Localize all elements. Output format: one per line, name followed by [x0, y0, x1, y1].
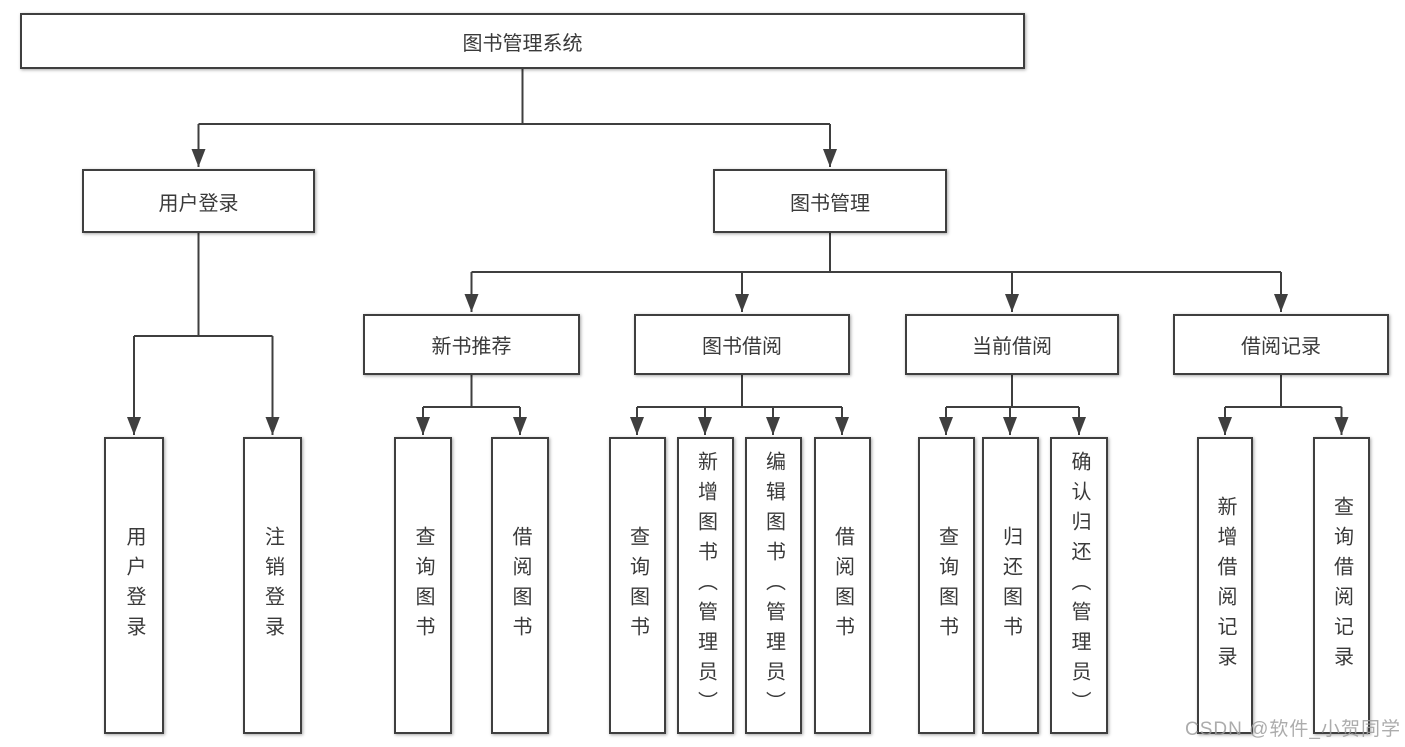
- node-label: 新书推荐: [431, 336, 512, 358]
- node-label: 图书管理系统: [462, 32, 583, 55]
- leaf-query-books-recommend: 查询图书: [394, 437, 452, 734]
- node-label: 用户登录: [123, 525, 145, 646]
- node-label: 注销登录: [261, 525, 284, 646]
- leaf-return-book: 归还图书: [982, 437, 1039, 734]
- leaf-logout: 注销登录: [243, 437, 302, 734]
- node-label: 用户登录: [158, 192, 239, 215]
- node-label: 查询图书: [412, 525, 434, 646]
- node-book-borrow: 图书借阅: [634, 314, 850, 375]
- node-label: 图书借阅: [702, 336, 782, 358]
- csdn-watermark: CSDN @软件_小贺同学: [1185, 719, 1401, 740]
- node-label: 查询借阅记录: [1330, 495, 1353, 676]
- node-label: 借阅图书: [509, 525, 531, 646]
- leaf-edit-book-admin: 编辑图书（管理员）: [745, 437, 802, 734]
- node-label: 借阅记录: [1241, 336, 1321, 358]
- leaf-query-books-current: 查询图书: [918, 437, 975, 734]
- node-label: 新增图书（管理员）: [694, 450, 717, 721]
- node-label: 图书管理: [790, 192, 870, 215]
- node-label: 新增借阅记录: [1214, 495, 1236, 676]
- leaf-query-books-borrow: 查询图书: [609, 437, 666, 734]
- node-current-borrow: 当前借阅: [905, 314, 1119, 375]
- node-book-management: 图书管理: [713, 169, 947, 233]
- leaf-query-borrow-record: 查询借阅记录: [1313, 437, 1370, 734]
- node-label: 当前借阅: [972, 336, 1052, 358]
- node-label: 借阅图书: [831, 525, 854, 646]
- leaf-borrow-books: 借阅图书: [814, 437, 871, 734]
- leaf-borrow-books-recommend: 借阅图书: [491, 437, 549, 734]
- node-root-system: 图书管理系统: [20, 13, 1025, 69]
- node-user-login: 用户登录: [82, 169, 315, 233]
- node-label: 确认归还（管理员）: [1068, 450, 1090, 721]
- leaf-user-login: 用户登录: [104, 437, 164, 734]
- leaf-confirm-return-admin: 确认归还（管理员）: [1050, 437, 1108, 734]
- node-label: 查询图书: [935, 525, 958, 646]
- leaf-add-book-admin: 新增图书（管理员）: [677, 437, 734, 734]
- node-label: 归还图书: [999, 525, 1022, 646]
- node-borrow-records: 借阅记录: [1173, 314, 1389, 375]
- leaf-add-borrow-record: 新增借阅记录: [1197, 437, 1253, 734]
- node-label: 编辑图书（管理员）: [762, 450, 785, 721]
- node-new-book-recommend: 新书推荐: [363, 314, 580, 375]
- node-label: 查询图书: [626, 525, 649, 646]
